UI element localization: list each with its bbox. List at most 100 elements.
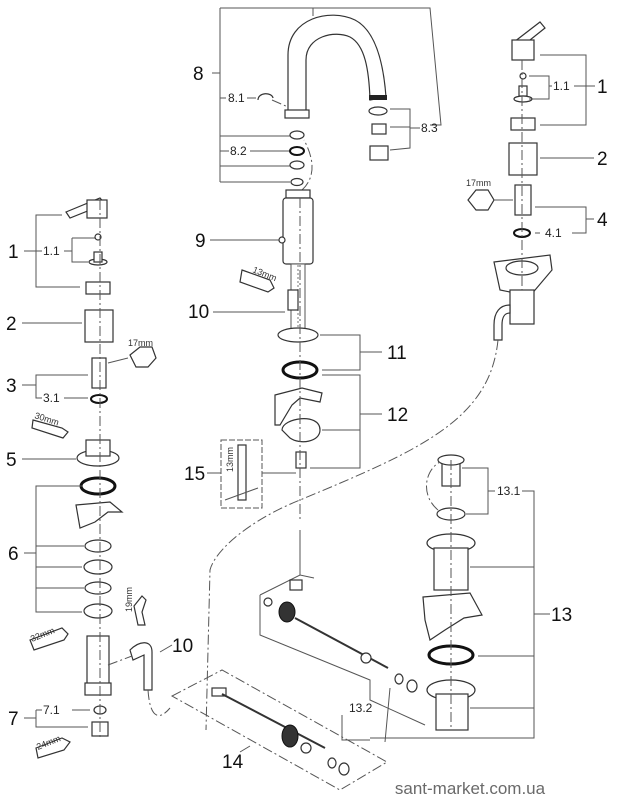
callout-8-1: 8.1 (228, 91, 245, 105)
callout-13-2: 13.2 (349, 701, 373, 715)
retaining-clip-icon (257, 93, 274, 101)
callout-8-2: 8.2 (230, 144, 247, 158)
callout-2-right: 2 (597, 149, 608, 170)
right-valve-assembly: 1.1 1 2 17mm 4.1 4 (205, 21, 608, 731)
callout-5: 5 (6, 450, 17, 471)
callout-4-1: 4.1 (545, 226, 562, 240)
threaded-shank (86, 635, 110, 687)
callout-12: 12 (387, 405, 408, 426)
callout-6: 6 (8, 544, 19, 565)
sleeve-2-left (84, 309, 114, 343)
callout-3: 3 (6, 376, 17, 397)
bracket-8-3 (389, 108, 420, 151)
bracket-7 (24, 709, 90, 728)
callout-7-1: 7.1 (43, 703, 60, 717)
right-hose-path (205, 339, 499, 731)
callout-13: 13 (551, 605, 572, 626)
callout-9: 9 (195, 231, 206, 252)
cap-1-left (85, 281, 111, 295)
left-valve-assembly: 1 1.1 2 17mm 3 3.1 30mm 5 6 32mm (6, 197, 193, 759)
callout-4: 4 (597, 210, 608, 231)
wrench-24mm-icon (35, 737, 71, 759)
bracket-11 (320, 334, 382, 371)
callout-1-right: 1 (597, 77, 608, 98)
box-14 (170, 669, 389, 791)
rotation-arrow (301, 139, 313, 191)
pivot-rod-kit-14: 14 (170, 669, 389, 791)
hex-left-label: 17mm (128, 338, 153, 348)
washer-6a (84, 539, 112, 553)
wrench-19-label: 19mm (124, 587, 134, 612)
bracket-6 (24, 485, 84, 613)
clamp-12 (281, 418, 321, 443)
valve-body (282, 197, 314, 265)
callout-15: 15 (184, 464, 205, 485)
key-15: 13mm 15 (184, 439, 296, 509)
hex-17mm-left-icon (129, 346, 157, 368)
watermark: sant-market.com.ua (395, 779, 546, 798)
callout-1-1-left: 1.1 (43, 244, 60, 258)
pivot-ball-seal (278, 601, 296, 623)
elbow-hose-10 (129, 642, 153, 691)
callout-8-3: 8.3 (421, 121, 438, 135)
spout-assembly: 8 8.1 8.2 8.3 (193, 7, 442, 191)
key-tool-icon (237, 444, 247, 501)
bracket-8-top (220, 7, 442, 126)
right-hose-elbow (493, 304, 511, 341)
callout-1-left: 1 (8, 242, 19, 263)
gasket-6 (75, 501, 124, 529)
bracket-1-right (529, 54, 595, 126)
callout-11: 11 (387, 343, 407, 364)
gasket-13 (422, 592, 483, 641)
wrench-32mm-icon (29, 627, 69, 651)
screw-1-1-right (519, 72, 527, 80)
o-ring-8-2 (289, 146, 305, 156)
spout-outlet (369, 95, 387, 100)
seal-8-2c (290, 177, 304, 187)
bracket-4 (535, 206, 594, 234)
hose-nut (287, 289, 299, 311)
callout-1-1-right: 1.1 (553, 79, 570, 93)
aerator-insert (371, 123, 387, 135)
hex-right-label: 17mm (466, 178, 491, 188)
box-13-2 (259, 574, 426, 743)
callout-13-1: 13.1 (497, 484, 521, 498)
aerator-washer (368, 106, 388, 116)
cap-1-right (510, 117, 536, 131)
o-ring-6 (79, 476, 117, 496)
callout-8: 8 (193, 64, 204, 85)
drain-assembly: 13.1 13 13.2 (259, 454, 572, 743)
mixer-body: 9 10 13mm 11 12 (188, 189, 408, 520)
key-13-label: 13mm (225, 447, 235, 472)
callout-3-1: 3.1 (43, 391, 60, 405)
nut-12 (295, 451, 307, 469)
seal-8-2a (289, 130, 305, 140)
sleeve-2-right (508, 142, 538, 176)
hex-17mm-right-icon (467, 189, 495, 211)
callout-10-center: 10 (188, 302, 209, 323)
callout-14: 14 (222, 752, 244, 773)
bracket-3 (22, 374, 88, 399)
drain-tailpiece (435, 693, 469, 731)
bracket-12 (310, 374, 382, 469)
pivot-ball-14 (281, 724, 299, 748)
washer-6c (84, 581, 112, 595)
wrench-19mm-icon (133, 595, 147, 626)
flange-ring (277, 327, 319, 343)
cartridge-4 (514, 184, 532, 216)
callout-2-left: 2 (6, 314, 17, 335)
cartridge-3 (91, 357, 107, 389)
aerator-housing (369, 145, 389, 161)
callout-10-left: 10 (172, 636, 193, 657)
bracket-13-1 (462, 467, 495, 515)
valve-shank-right (509, 289, 535, 325)
seal-8-2b (289, 160, 305, 170)
washer-6d (83, 603, 113, 619)
o-ring-3-1 (90, 394, 108, 404)
clevis (289, 579, 303, 591)
wrench-30mm-icon (31, 419, 69, 439)
bracket-13 (370, 490, 550, 739)
wrench-13mm-icon (239, 269, 275, 293)
pivot-rod (294, 617, 389, 669)
